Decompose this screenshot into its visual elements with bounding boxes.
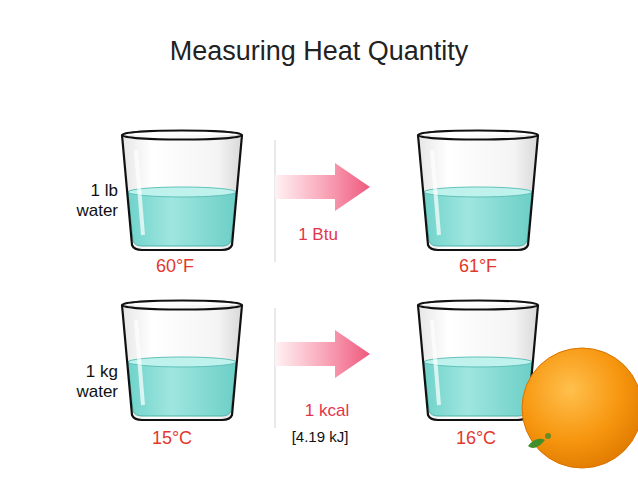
temperature-label: 61°F <box>459 256 497 278</box>
temperature-label: 60°F <box>156 256 194 278</box>
heat-label: 1 Btu <box>298 225 338 245</box>
temperature-label: 16°C <box>456 428 496 450</box>
quantity-label: 1 kg water <box>56 362 118 403</box>
orange-picture <box>522 348 638 468</box>
heat-label: 1 kcal <box>305 401 349 421</box>
title: Measuring Heat Quantity <box>170 36 469 67</box>
quantity-label: 1 lb water <box>56 181 118 222</box>
conversion-label: [4.19 kJ] <box>292 428 349 446</box>
temperature-label: 15°C <box>152 428 192 450</box>
